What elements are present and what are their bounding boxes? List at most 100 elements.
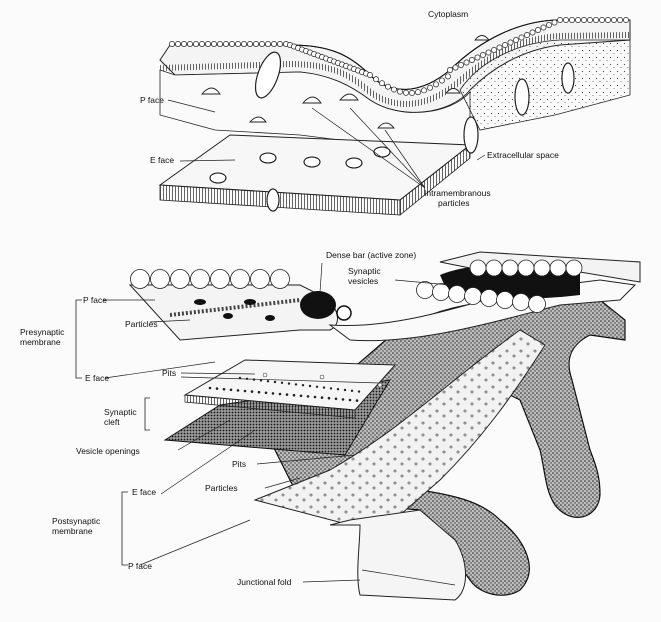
pit-dot xyxy=(306,395,310,398)
lipid-bead xyxy=(379,80,385,87)
lipid-bead xyxy=(501,259,519,277)
lipid-bead xyxy=(223,41,229,47)
pit-dot xyxy=(259,379,263,382)
lower-synapse-diagram xyxy=(75,251,641,601)
lipid-bead xyxy=(187,41,193,47)
label-presynaptic-2: membrane xyxy=(20,337,61,347)
pit-dot xyxy=(320,396,324,399)
lipid-bead xyxy=(391,86,397,93)
lipid-bead xyxy=(535,27,541,33)
pit-dot xyxy=(250,390,254,393)
pit-dot xyxy=(264,391,268,395)
lipid-bead xyxy=(427,84,433,91)
pit-dot xyxy=(285,393,289,396)
lipid-bead xyxy=(540,24,547,31)
lipid-bead xyxy=(464,287,482,305)
pit-dot xyxy=(313,395,317,399)
label-post-pits: Pits xyxy=(232,459,247,469)
lipid-bead xyxy=(265,41,271,47)
lipid-bead xyxy=(563,17,569,23)
pit-dot xyxy=(257,390,261,394)
lipid-bead xyxy=(517,259,535,277)
lipid-bead xyxy=(193,41,199,47)
lipid-bead xyxy=(150,269,170,289)
lipid-bead xyxy=(469,259,487,277)
lipid-bead xyxy=(502,42,508,48)
lipid-bead xyxy=(235,41,241,47)
pit-dot xyxy=(243,389,247,393)
lipid-bead xyxy=(247,41,253,47)
pit-dot xyxy=(343,388,347,392)
label-pre-p-face: P face xyxy=(83,295,107,305)
label-synaptic-vesicles-2: vesicles xyxy=(348,276,379,286)
pit-dot xyxy=(308,384,312,388)
lipid-bead xyxy=(415,89,421,96)
label-synaptic-vesicles-1: Synaptic xyxy=(348,266,381,276)
lipid-bead xyxy=(452,64,459,71)
pit-dot xyxy=(273,380,277,384)
lipid-bead xyxy=(403,89,409,96)
lipid-bead xyxy=(458,62,464,68)
lipid-bead xyxy=(507,39,514,46)
pit-dot xyxy=(357,390,361,393)
pit-dot xyxy=(327,396,331,400)
pit-dot xyxy=(278,392,282,396)
label-pre-pits: Pits xyxy=(162,368,177,378)
label-extracellular-space: Extracellular space xyxy=(487,150,559,160)
lipid-bead xyxy=(210,269,230,289)
lipid-bead xyxy=(587,17,593,23)
pit-dot xyxy=(348,398,352,402)
lipid-bead xyxy=(546,22,552,28)
lipid-bead xyxy=(533,259,551,277)
lipid-bead xyxy=(512,293,530,311)
lipid-bead xyxy=(211,41,217,47)
lipid-bead xyxy=(599,17,605,23)
lipid-bead xyxy=(439,77,445,84)
label-vesicle-openings: Vesicle openings xyxy=(76,446,140,456)
lipid-bead xyxy=(373,76,379,83)
pit-dot xyxy=(229,388,233,392)
label-upper-p-face: P face xyxy=(140,95,164,105)
lipid-bead xyxy=(217,41,223,47)
label-postsynaptic-2: membrane xyxy=(52,526,93,536)
lipid-bead xyxy=(551,19,558,26)
pit-dot xyxy=(350,389,354,392)
lipid-bead xyxy=(259,41,265,47)
label-intramembranous-particles-2: particles xyxy=(438,198,470,208)
pit-dot xyxy=(322,386,326,389)
pit-dot xyxy=(252,378,256,381)
lipid-bead xyxy=(528,295,546,313)
lipid-bead xyxy=(448,285,466,303)
lipid-bead xyxy=(277,41,283,47)
lipid-bead xyxy=(518,34,525,41)
pit-dot xyxy=(341,398,345,401)
label-junctional-fold: Junctional fold xyxy=(237,577,292,587)
lipid-bead xyxy=(474,54,481,61)
label-pre-e-face: E face xyxy=(85,373,110,383)
lipid-bead xyxy=(480,289,498,307)
lipid-bead xyxy=(421,87,427,94)
lipid-bead xyxy=(565,259,583,277)
pit-dot xyxy=(299,394,303,398)
lipid-bead xyxy=(367,72,373,78)
lipid-bead xyxy=(617,17,623,23)
label-post-e-face: E face xyxy=(132,487,157,497)
pit-dot xyxy=(208,386,212,390)
lipid-bead xyxy=(199,41,205,47)
label-presynaptic-1: Presynaptic xyxy=(20,327,65,337)
pit-dot xyxy=(294,383,298,386)
label-post-p-face: P face xyxy=(128,561,152,571)
pit-dot xyxy=(336,388,340,391)
lipid-bead xyxy=(575,17,581,23)
lipid-bead xyxy=(623,17,629,23)
lipid-bead xyxy=(253,41,259,47)
lipid-bead xyxy=(485,259,503,277)
lipid-bead xyxy=(433,81,439,88)
lipid-bead xyxy=(469,57,475,63)
lipid-bead xyxy=(447,67,453,73)
pit-dot xyxy=(334,397,338,401)
label-post-particles: Particles xyxy=(205,483,238,493)
pit-dot xyxy=(315,385,319,388)
